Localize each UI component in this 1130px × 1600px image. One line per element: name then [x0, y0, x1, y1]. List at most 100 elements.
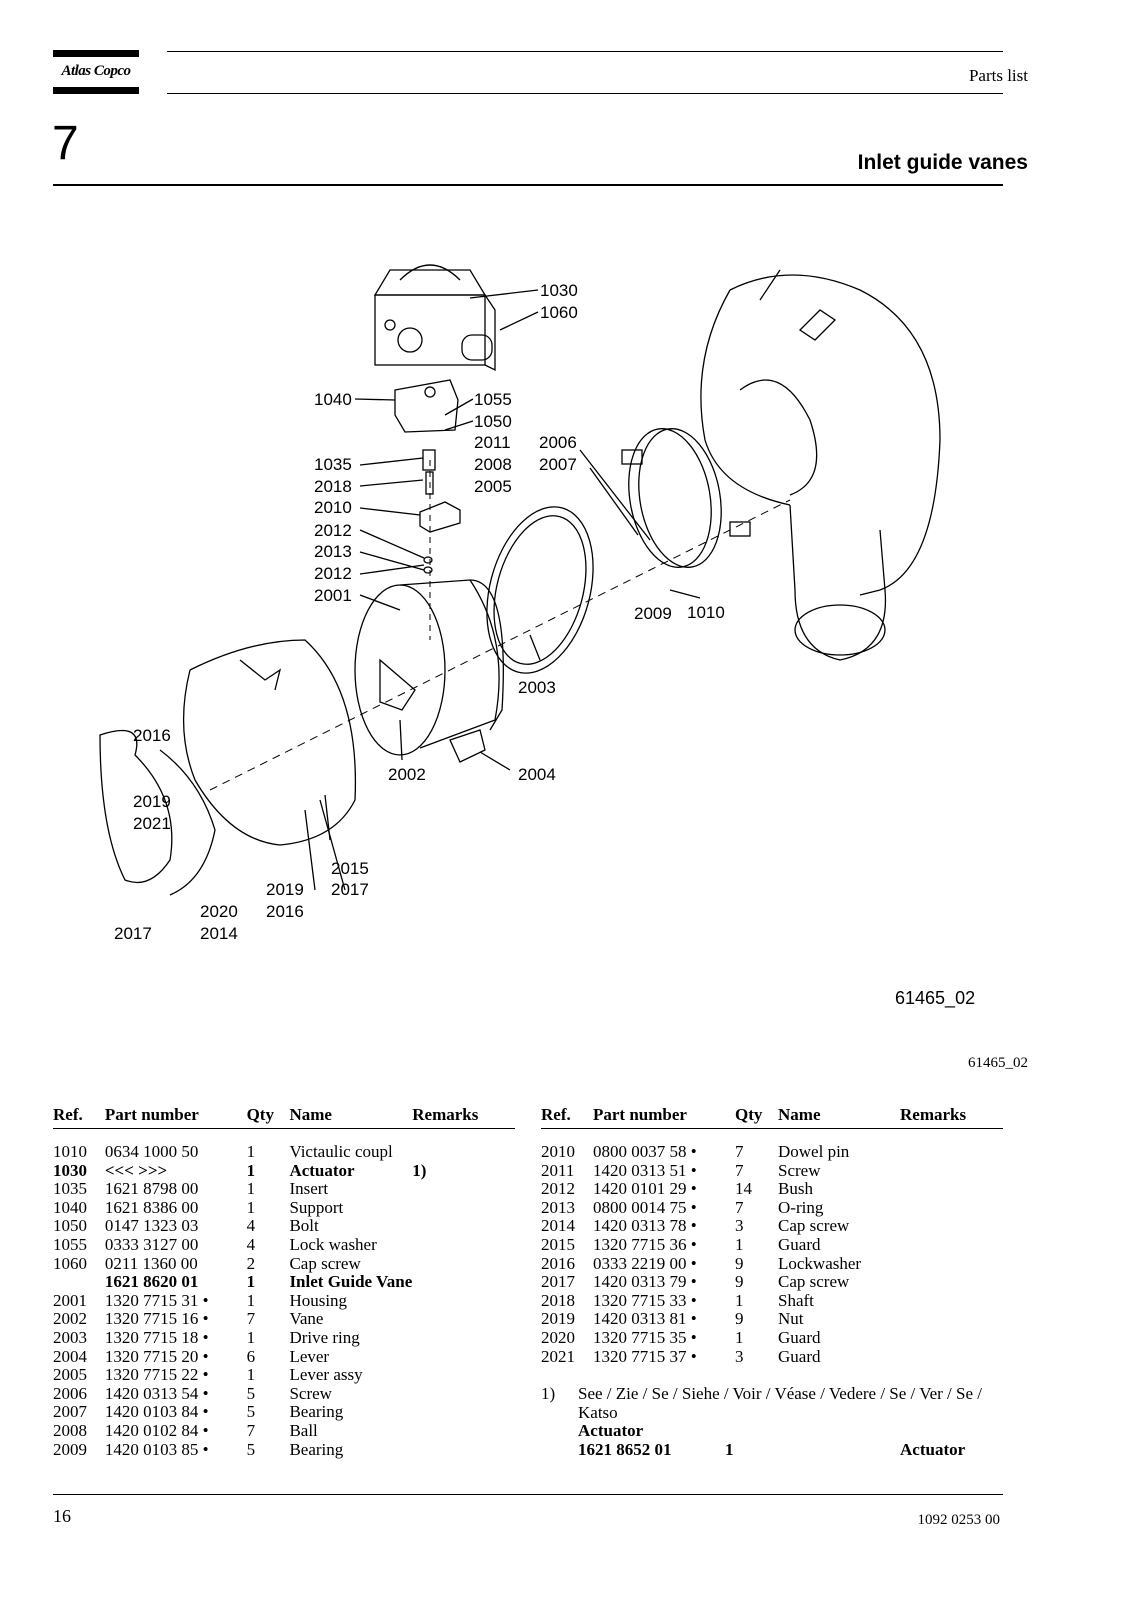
- cell-name: Cap screw: [778, 1216, 850, 1236]
- cell-name: Bush: [778, 1179, 813, 1199]
- cell-remarks: [412, 1236, 515, 1255]
- footnote: 1) See / Zie / Se / Siehe / Voir / Véase…: [541, 1384, 1003, 1460]
- logo-wordmark: Atlas Copco: [61, 63, 131, 79]
- callout-2014: 2014: [200, 924, 238, 943]
- header-rule-top: [167, 51, 1003, 52]
- cell-name: Housing: [289, 1290, 348, 1310]
- cell-part-number: 1621 8798 00: [104, 1179, 199, 1199]
- cell-ref: 2014: [541, 1216, 575, 1236]
- cell-part-number: 1320 7715 18 •: [104, 1327, 209, 1347]
- cell-remarks: [900, 1292, 1003, 1311]
- cell-remarks: [412, 1255, 515, 1274]
- cell-remarks: [412, 1129, 515, 1162]
- cell-part-number: 0333 3127 00: [104, 1234, 199, 1254]
- document-number: 1092 0253 00: [917, 1512, 1001, 1528]
- cell-part-number: 0147 1323 03: [104, 1216, 199, 1236]
- col-ref: Ref.: [541, 1105, 571, 1124]
- cell-name: Bolt: [289, 1216, 319, 1236]
- diagram-caption-id: 61465_02: [968, 1055, 1028, 1071]
- cell-name: Actuator: [289, 1160, 355, 1180]
- cell-part-number: 1420 0313 79 •: [593, 1272, 697, 1292]
- callout-2012: 2012: [314, 521, 352, 540]
- cell-name: Lock washer: [289, 1234, 377, 1254]
- callout-2003: 2003: [518, 678, 556, 697]
- cell-qty: 1: [246, 1365, 256, 1385]
- cell-qty: 1: [246, 1290, 256, 1310]
- cell-ref: 2009: [53, 1439, 87, 1459]
- cell-ref: 2015: [541, 1234, 575, 1254]
- cell-remarks: [900, 1199, 1003, 1218]
- cell-remarks: 1): [412, 1160, 427, 1180]
- cell-ref: 1040: [53, 1197, 87, 1217]
- cell-name: Cap screw: [289, 1253, 361, 1273]
- cell-qty: 1: [246, 1197, 256, 1217]
- cell-name: Lever: [289, 1346, 330, 1366]
- table-row: 2001 1320 7715 31 • 1 Housing: [53, 1290, 515, 1311]
- chapter-rule: [53, 184, 1003, 186]
- cell-qty: 4: [246, 1234, 256, 1254]
- footnote-qty: 1: [725, 1439, 734, 1459]
- victaulic-coupling-drawing: [621, 428, 751, 568]
- footnote-part-row: 1621 8652 01 1 Actuator: [578, 1439, 1003, 1460]
- cell-qty: 1: [246, 1179, 256, 1199]
- cell-name: Screw: [289, 1383, 332, 1403]
- cell-part-number: 1420 0313 51 •: [593, 1160, 697, 1180]
- cell-ref: 2017: [541, 1272, 575, 1292]
- cell-part-number: 0800 0037 58 •: [593, 1142, 697, 1161]
- footnote-text: See / Zie / Se / Siehe / Voir / Véase / …: [578, 1384, 983, 1422]
- callout-2016b: 2016: [266, 902, 304, 921]
- cell-part-number: <<< >>>: [104, 1160, 168, 1180]
- cell-remarks: [900, 1162, 1003, 1181]
- cell-ref: 2007: [53, 1402, 87, 1422]
- cell-part-number: 1320 7715 31 •: [104, 1290, 209, 1310]
- cell-qty: 9: [735, 1309, 744, 1329]
- guard-2015-drawing: [182, 639, 357, 846]
- cell-ref: 2012: [541, 1179, 575, 1199]
- cell-part-number: 1621 8386 00: [104, 1197, 199, 1217]
- cell-remarks: [412, 1403, 515, 1422]
- cell-remarks: [412, 1199, 515, 1218]
- cell-qty: 2: [246, 1253, 256, 1273]
- cell-remarks: [412, 1348, 515, 1367]
- cell-ref: 2001: [53, 1290, 87, 1310]
- col-qty: Qty: [735, 1105, 763, 1124]
- col-remarks: Remarks: [900, 1105, 967, 1124]
- table-header-row: Ref. Part number Qty Name Remarks: [53, 1105, 515, 1129]
- cell-part-number: 1320 7715 20 •: [104, 1346, 209, 1366]
- cell-qty: 7: [735, 1197, 744, 1217]
- cell-name: Guard: [778, 1327, 821, 1347]
- cell-part-number: 0333 2219 00 •: [593, 1253, 697, 1273]
- cell-ref: 2008: [53, 1420, 87, 1440]
- callout-2011: 2011: [474, 433, 511, 452]
- cell-part-number: 1320 7715 16 •: [104, 1309, 209, 1329]
- cell-name: Ball: [289, 1420, 318, 1440]
- callout-2006: 2006: [539, 433, 577, 452]
- exploded-view-diagram: 1030 1060 1040 1055 1050 2011 1035 2008 …: [99, 264, 941, 943]
- cell-part-number: 1420 0313 78 •: [593, 1216, 697, 1236]
- callout-1055: 1055: [474, 390, 512, 409]
- cell-ref: 2019: [541, 1309, 575, 1329]
- callout-2017b: 2017: [114, 924, 152, 943]
- cell-ref: 2020: [541, 1327, 575, 1347]
- cell-name: Inlet Guide Vane: [289, 1272, 413, 1292]
- cell-name: Screw: [778, 1160, 821, 1180]
- cell-qty: 1: [735, 1234, 744, 1254]
- cell-part-number: 1420 0103 84 •: [104, 1402, 209, 1422]
- cell-qty: 7: [246, 1420, 256, 1440]
- cell-ref: 1050: [53, 1216, 87, 1236]
- callout-2015: 2015: [331, 859, 369, 878]
- cell-qty: 7: [735, 1142, 744, 1161]
- cell-part-number: 1320 7715 35 •: [593, 1327, 697, 1347]
